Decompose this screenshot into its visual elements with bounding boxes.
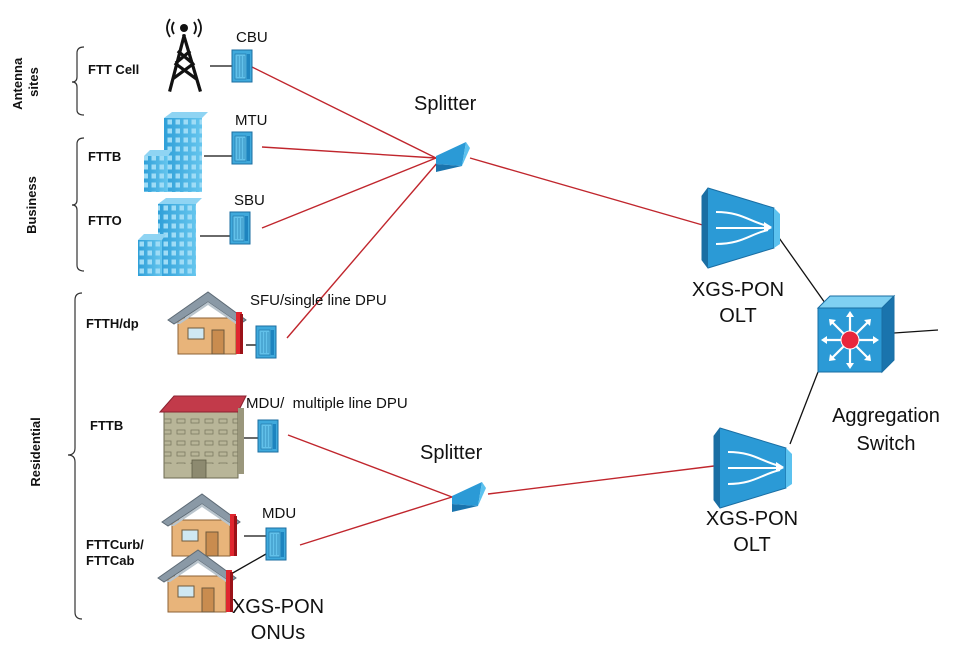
onu-label-sbu: SBU	[234, 192, 265, 209]
splitter-icon	[436, 142, 470, 172]
aggregation-switch-icon	[816, 294, 896, 374]
switch-label-line1: Aggregation	[832, 405, 940, 427]
category-ftto: FTTO	[88, 213, 122, 228]
office-building-icon	[138, 198, 202, 276]
switch-label-line2: Switch	[857, 433, 916, 455]
category-fttcurb: FTTCurb/	[86, 537, 144, 552]
apartment-building-icon	[158, 395, 247, 479]
onu-label-mtu: MTU	[235, 112, 268, 129]
link-cbu-splitter	[251, 66, 437, 159]
link-splitter-olt-bottom	[487, 465, 715, 495]
link-mdu-multi-splitter	[287, 434, 453, 498]
group-label-residential: Residential	[28, 417, 43, 486]
category-ftt-cell: FTT Cell	[88, 62, 139, 77]
onu-label-mdu: MDU	[262, 505, 296, 522]
link-olt-top-switch	[771, 227, 831, 311]
olt-icon	[701, 187, 781, 269]
onu-label-cbu: CBU	[236, 29, 268, 46]
office-building-icon	[144, 112, 208, 192]
house-icon	[157, 549, 237, 613]
house-icon	[167, 291, 247, 355]
link-sfu-splitter	[286, 161, 439, 339]
onu-label-mdu-multi: MDU/ multiple line DPU	[246, 395, 408, 412]
link-switch-uplink	[893, 329, 939, 334]
link-mtu-splitter	[261, 146, 437, 159]
category-fttcab: FTTCab	[86, 553, 134, 568]
category-fttb-business: FTTB	[88, 149, 121, 164]
brace-residential	[67, 292, 83, 620]
house-icon	[161, 493, 241, 557]
link-splitter-olt-top	[469, 157, 707, 227]
link-olt-bottom-switch	[789, 371, 819, 445]
onu-device-icon	[255, 325, 277, 359]
group-label-business: Business	[24, 176, 39, 234]
olt-label-bottom-line2: OLT	[733, 534, 770, 556]
splitter-label-bottom: Splitter	[420, 442, 483, 464]
group-label-antenna: Antenna sites	[10, 54, 41, 110]
onu-device-icon	[231, 49, 253, 83]
onu-caption-line2: ONUs	[251, 622, 305, 644]
onu-device-icon	[257, 419, 279, 453]
splitter-label-top: Splitter	[414, 93, 477, 115]
onu-label-sfu: SFU/single line DPU	[250, 292, 387, 309]
olt-icon	[713, 427, 793, 509]
onu-device-icon	[265, 527, 287, 561]
antenna-tower-icon	[166, 18, 202, 92]
olt-label-top-line1: XGS-PON	[692, 279, 784, 301]
link-sbu-splitter	[261, 157, 437, 229]
fiber-links	[251, 66, 715, 546]
local-links	[200, 65, 939, 579]
category-fttb-residential: FTTB	[90, 418, 123, 433]
olt-label-top-line2: OLT	[719, 305, 756, 327]
splitter-icon	[452, 482, 486, 512]
group-label-antenna-line1: Antenna	[10, 57, 25, 110]
onu-device-icon	[231, 131, 253, 165]
olt-label-bottom-line1: XGS-PON	[706, 508, 798, 530]
category-ftth-dp: FTTH/dp	[86, 316, 139, 331]
brace-business	[71, 137, 85, 272]
onu-caption-line1: XGS-PON	[232, 596, 324, 618]
group-label-antenna-line2: sites	[26, 67, 41, 97]
onu-device-icon	[229, 211, 251, 245]
link-mdu-splitter	[299, 496, 453, 546]
brace-antenna	[71, 46, 85, 116]
